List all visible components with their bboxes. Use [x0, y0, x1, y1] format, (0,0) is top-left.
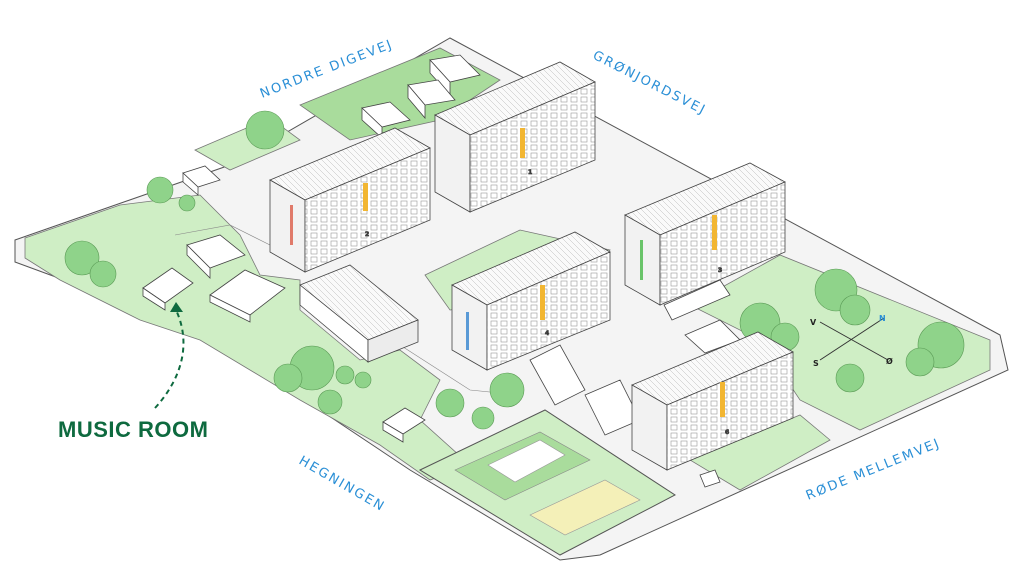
- building-number-6: 6: [725, 429, 729, 436]
- apartment-block-6: 6: [631, 331, 794, 471]
- small-buildings: [142, 54, 741, 488]
- compass-south: S: [813, 359, 819, 368]
- music-room-callout: MUSIC ROOM: [58, 417, 209, 442]
- building-number-3: 3: [718, 267, 722, 274]
- arrowhead-icon: [170, 302, 183, 312]
- apartment-block-4: 4: [451, 231, 611, 371]
- building-number-2: 2: [365, 231, 369, 238]
- street-label-gronjordsvej: GRØNJORDSVEJ: [590, 48, 709, 118]
- hall-building: [299, 264, 419, 363]
- street-label-hegningen: HEGNINGEN: [296, 453, 388, 515]
- building-number-4: 4: [545, 330, 549, 337]
- music-room-arrow: [154, 302, 185, 409]
- compass-north: N: [879, 314, 886, 323]
- apartment-block-2: 2: [269, 127, 431, 273]
- apartment-block-3: 3: [624, 162, 786, 306]
- compass-west: V: [810, 318, 817, 327]
- compass-rose: N V S Ø: [810, 314, 893, 368]
- apartment-block-1: 1: [434, 61, 596, 213]
- building-number-1: 1: [528, 169, 532, 176]
- compass-east: Ø: [886, 356, 893, 366]
- trees: [64, 110, 965, 430]
